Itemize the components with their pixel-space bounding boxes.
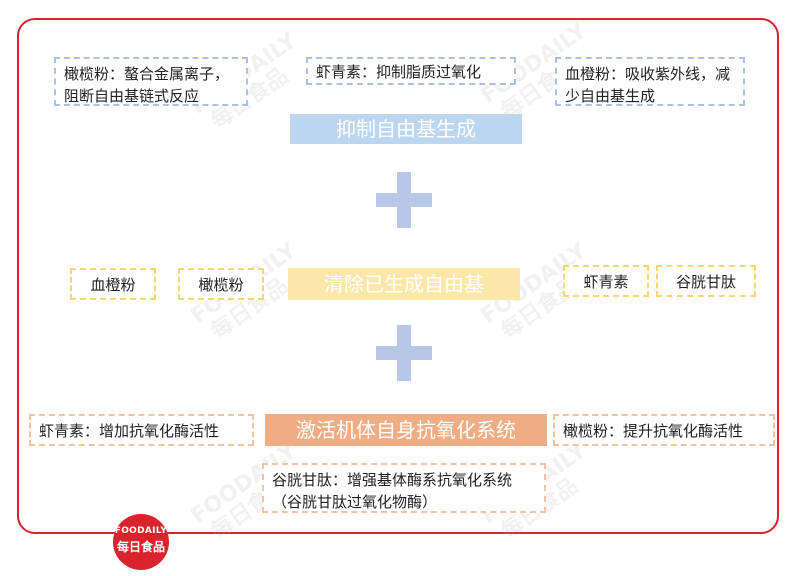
band-activate-antioxidant-system: 激活机体自身抗氧化系统 xyxy=(265,414,547,446)
blood-orange-box: 血橙粉 xyxy=(70,268,156,300)
band-inhibit-free-radical-generation: 抑制自由基生成 xyxy=(290,114,522,144)
olive-powder-box: 橄榄粉 xyxy=(178,268,264,300)
plus-icon xyxy=(376,325,432,381)
olive-powder-enzyme-activity-box: 橄榄粉：提升抗氧化酶活性 xyxy=(553,414,775,446)
glutathione-enzyme-system-box: 谷胱甘肽：增强基体酶系抗氧化系统（谷胱甘肽过氧化物酶） xyxy=(262,463,546,513)
astaxanthin-box: 虾青素 xyxy=(563,265,649,297)
blood-orange-uv-box: 血橙粉：吸收紫外线，减少自由基生成 xyxy=(555,57,745,106)
astaxanthin-lipid-peroxidation-box: 虾青素：抑制脂质过氧化 xyxy=(306,57,516,85)
foodaily-logo: FOODAILY 每日食品 xyxy=(113,514,169,570)
glutathione-box: 谷胱甘肽 xyxy=(656,265,756,297)
astaxanthin-enzyme-activity-box: 虾青素：增加抗氧化酶活性 xyxy=(29,414,254,446)
logo-text-en: FOODAILY xyxy=(114,526,168,536)
plus-icon xyxy=(376,172,432,228)
olive-powder-metal-chelation-box: 橄榄粉：螯合金属离子，阻断自由基链式反应 xyxy=(54,57,248,106)
band-clear-generated-free-radicals: 清除已生成自由基 xyxy=(288,268,520,300)
diagram-frame xyxy=(17,18,779,534)
logo-text-cn: 每日食品 xyxy=(116,540,165,554)
